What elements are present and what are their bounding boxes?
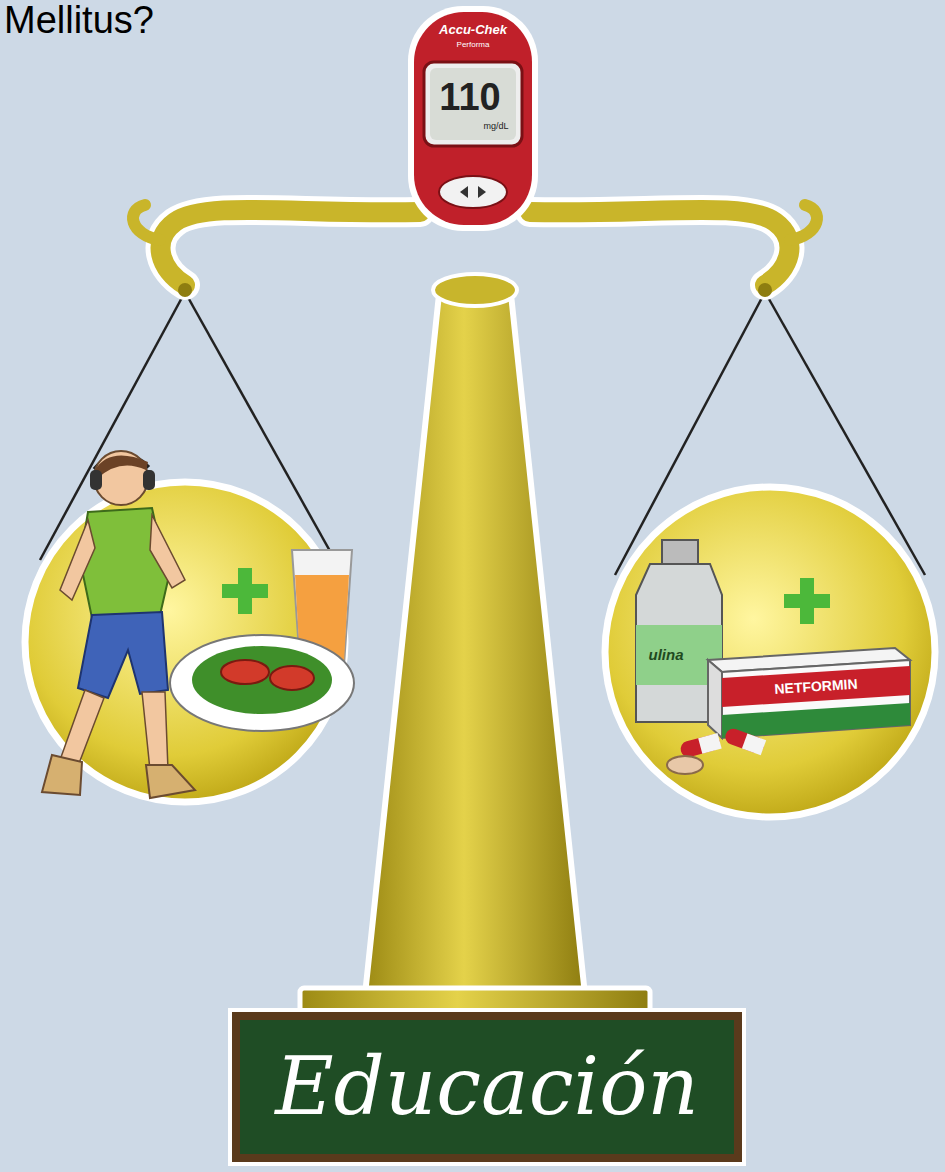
unit-text: mg/dL	[483, 122, 508, 132]
brand-text: Accu-Chek	[439, 23, 507, 37]
chalk-text: Educación	[275, 1043, 699, 1131]
model-text: Performa	[457, 41, 490, 50]
reading-value: 110	[439, 77, 500, 119]
bottle-label: ulina	[648, 647, 683, 664]
chalkboard-box: Educación	[232, 1012, 742, 1162]
heading-text: Mellitus?	[4, 0, 154, 42]
